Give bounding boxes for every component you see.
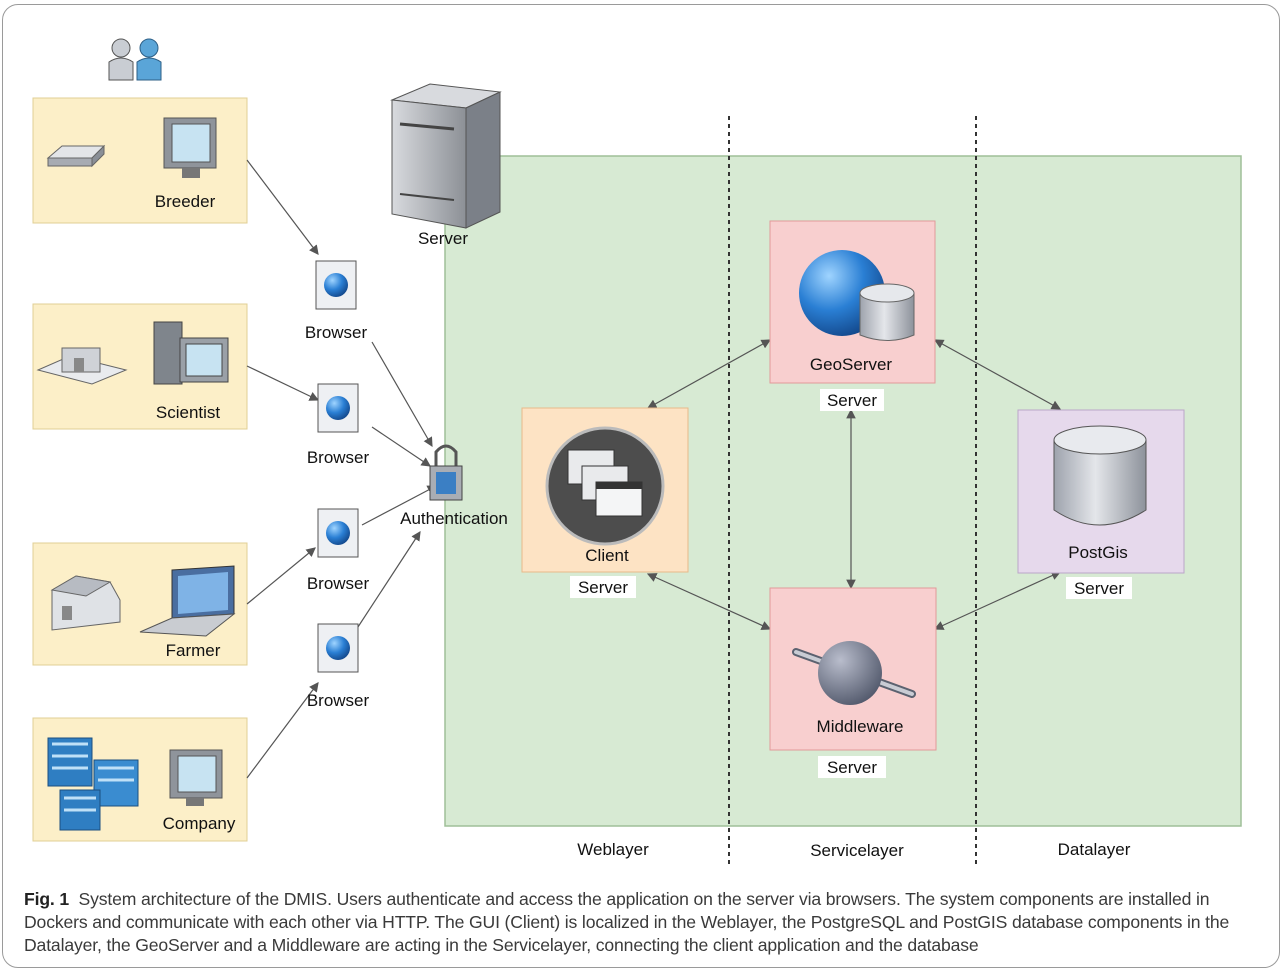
browser-label: Browser [307, 448, 370, 467]
host-label-bg [1066, 577, 1132, 599]
windows-icon [545, 426, 665, 546]
layer-label-servicelayer: Servicelayer [810, 841, 904, 860]
browser-icon [317, 508, 359, 558]
host-label-client: Server [578, 578, 628, 597]
lock-icon [429, 444, 463, 501]
component-connectors [646, 339, 1062, 630]
user-box-farmer: Farmer [32, 542, 248, 666]
authentication-label: Authentication [400, 509, 508, 528]
laptop-icon [139, 565, 236, 637]
server-machine-label: Server [418, 229, 468, 248]
user-label-breeder: Breeder [155, 192, 216, 211]
monitor-icon [169, 749, 223, 806]
user-label-farmer: Farmer [166, 641, 221, 660]
user-box-scientist: Scientist [32, 303, 248, 430]
browser-3: Browser [307, 508, 370, 593]
component-postgis: PostGis [1017, 409, 1185, 574]
browser-label: Browser [305, 323, 368, 342]
user-box-breeder: Breeder [32, 97, 248, 224]
host-label-bg [570, 576, 636, 598]
component-client: Client [521, 407, 689, 573]
architecture-diagram: Breeder Scientist Farmer [32, 38, 1242, 868]
users-icon [108, 38, 162, 81]
host-label-geoserver: Server [827, 391, 877, 410]
host-label-bg [818, 756, 886, 778]
browser-icon [315, 260, 357, 310]
component-middleware: Middleware [769, 587, 937, 751]
authentication: Authentication [400, 444, 508, 528]
building-icon [36, 347, 128, 385]
host-label-postgis: Server [1074, 579, 1124, 598]
browser-icon [317, 623, 359, 673]
host-label-middleware: Server [827, 758, 877, 777]
component-name-middleware: Middleware [817, 717, 904, 736]
server-machine: Server [390, 83, 502, 248]
middleware-sphere-icon [792, 641, 916, 705]
layer-label-datalayer: Datalayer [1058, 840, 1131, 859]
component-name-geoserver: GeoServer [810, 355, 893, 374]
workstation-icon [153, 321, 229, 385]
browser-2: Browser [307, 383, 370, 467]
user-browser-connectors [246, 159, 320, 779]
office-buildings-icon [47, 737, 139, 831]
user-label-scientist: Scientist [156, 403, 221, 422]
monitor-icon [163, 117, 217, 178]
globe-database-icon [799, 250, 915, 341]
host-label-bg [820, 389, 884, 411]
browser-label: Browser [307, 574, 370, 593]
browser-label: Browser [307, 691, 370, 710]
figure-frame [2, 4, 1280, 968]
browser-auth-connectors [355, 341, 438, 631]
server-tower-icon [390, 83, 502, 229]
browser-4: Browser [307, 623, 370, 710]
caption-label: Fig. 1 [24, 889, 70, 909]
database-icon [1053, 425, 1147, 526]
user-box-company: Company [32, 717, 248, 842]
component-name-client: Client [585, 546, 629, 565]
component-geoserver: GeoServer [769, 220, 936, 384]
browser-icon [317, 383, 359, 433]
farmhouse-icon [50, 575, 121, 631]
user-label-company: Company [163, 814, 236, 833]
browser-1: Browser [305, 260, 368, 342]
router-icon [46, 144, 106, 168]
figure-caption: Fig. 1 System architecture of the DMIS. … [24, 888, 1274, 957]
layer-label-weblayer: Weblayer [577, 840, 649, 859]
caption-text: System architecture of the DMIS. Users a… [24, 889, 1230, 955]
component-name-postgis: PostGis [1068, 543, 1128, 562]
